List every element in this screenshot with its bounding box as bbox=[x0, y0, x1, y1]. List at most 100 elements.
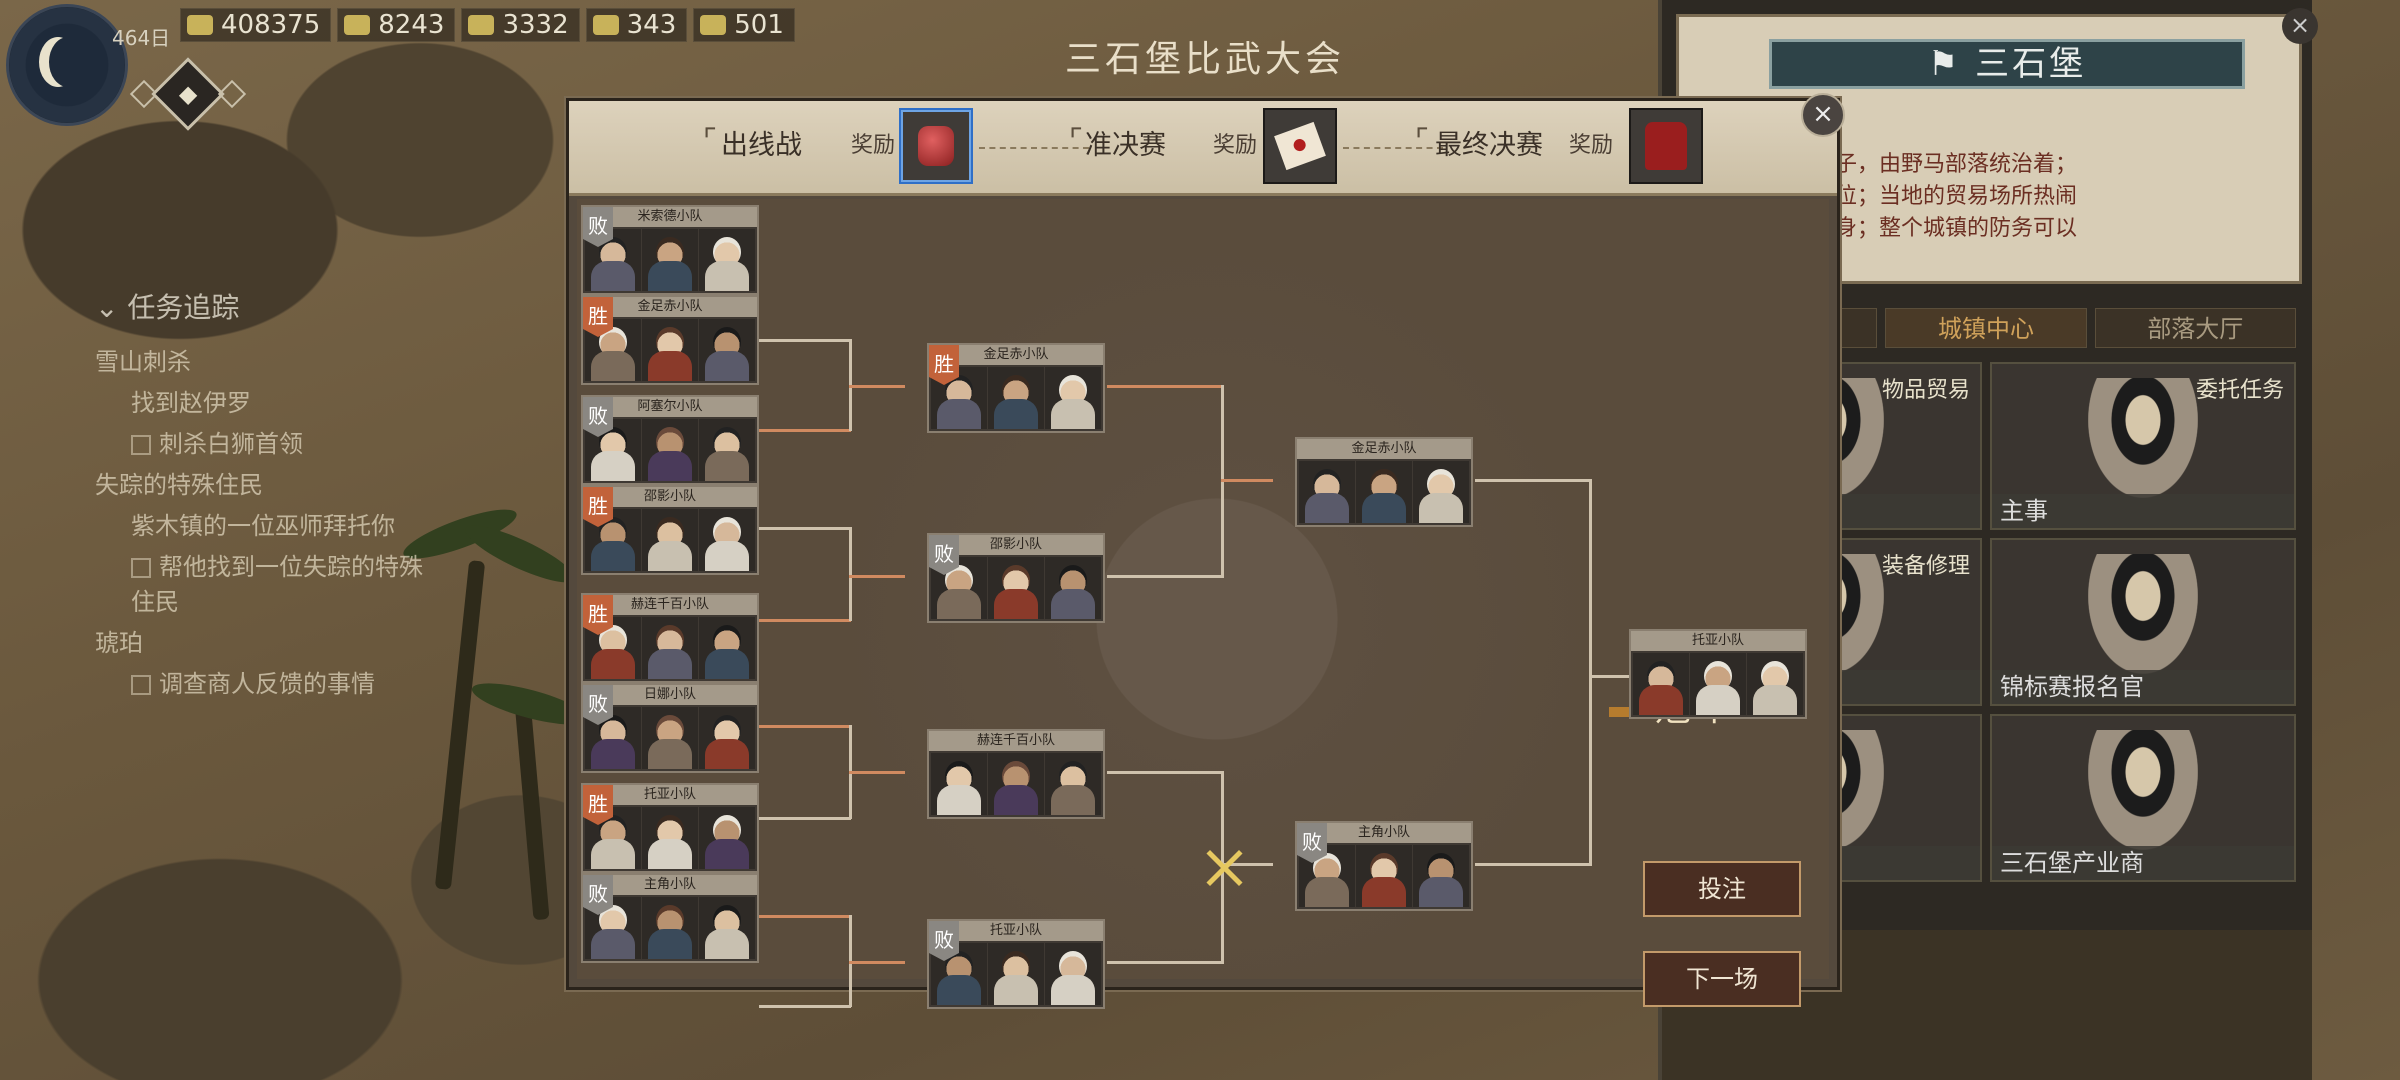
quest-item-label: 找到赵伊罗 bbox=[131, 389, 251, 417]
sealed-letter-icon[interactable] bbox=[1263, 108, 1337, 184]
win-badge: 胜 bbox=[929, 345, 959, 385]
lose-badge: 败 bbox=[583, 397, 613, 437]
town-name-banner: ⚑ 三石堡 bbox=[1769, 39, 2245, 89]
team-card[interactable]: 赫连千百小队胜 bbox=[581, 593, 759, 683]
bracket-line bbox=[849, 961, 905, 964]
grain-resource: 343 bbox=[585, 8, 688, 42]
town-npc-card[interactable]: 三石堡产业商 bbox=[1990, 714, 2296, 882]
team-card[interactable]: 阿塞尔小队败 bbox=[581, 395, 759, 485]
team-card[interactable]: 托亚小队败 bbox=[927, 919, 1105, 1009]
quest-item[interactable]: 紫木镇的一位巫师拜托你 bbox=[95, 506, 425, 541]
team-card[interactable]: 邵影小队败 bbox=[927, 533, 1105, 623]
bracket-line bbox=[1107, 385, 1223, 388]
team-name: 邵影小队 bbox=[929, 535, 1103, 555]
quest-item[interactable]: 失踪的特殊住民 bbox=[95, 465, 425, 500]
quest-item[interactable]: 雪山刺杀 bbox=[95, 342, 425, 377]
tab-town-center[interactable]: 城镇中心 bbox=[1885, 308, 2087, 348]
lose-badge: 败 bbox=[583, 685, 613, 725]
member-portrait bbox=[1356, 845, 1412, 907]
palm-tree bbox=[434, 560, 486, 890]
bracket-line bbox=[1589, 675, 1629, 678]
team-name: 主角小队 bbox=[1297, 823, 1471, 843]
npc-service-label: 装备修理 bbox=[1881, 554, 1970, 579]
team-card[interactable]: 金足赤小队胜 bbox=[581, 295, 759, 385]
bracket-line bbox=[849, 575, 905, 578]
win-badge: 胜 bbox=[583, 297, 613, 337]
lose-badge: 败 bbox=[583, 207, 613, 247]
member-portrait bbox=[699, 419, 755, 481]
shield-icon[interactable]: ◆ bbox=[151, 57, 225, 131]
wood-resource: 8243 bbox=[337, 8, 456, 42]
town-npc-card[interactable]: 委托任务主事 bbox=[1990, 362, 2296, 530]
member-portrait bbox=[699, 807, 755, 869]
quest-item[interactable]: 刺杀白狮首领 bbox=[95, 424, 425, 459]
member-portrait bbox=[699, 509, 755, 571]
view-controls: ◆ bbox=[129, 57, 247, 131]
member-portrait bbox=[642, 897, 698, 959]
iron-icon bbox=[700, 15, 727, 35]
bracket-line bbox=[849, 385, 905, 388]
member-portrait bbox=[1413, 461, 1469, 523]
bracket-line bbox=[759, 429, 851, 432]
champion-team-card[interactable]: 托亚小队 bbox=[1629, 629, 1807, 719]
team-card[interactable]: 托亚小队胜 bbox=[581, 783, 759, 873]
crossed-swords-icon[interactable] bbox=[1201, 845, 1247, 891]
red-gem-icon[interactable] bbox=[899, 108, 973, 184]
member-portrait bbox=[931, 557, 987, 619]
town-close-icon[interactable]: × bbox=[2282, 8, 2318, 44]
team-card[interactable]: 金足赤小队 bbox=[1295, 437, 1473, 527]
next-diamond-icon[interactable] bbox=[217, 79, 247, 109]
stage-label-semifinal: 准决赛 bbox=[1085, 130, 1166, 161]
bracket-line bbox=[1589, 479, 1592, 866]
member-portrait bbox=[988, 943, 1044, 1005]
team-card[interactable]: 赫连千百小队 bbox=[927, 729, 1105, 819]
quest-item[interactable]: 琥珀 bbox=[95, 623, 425, 658]
member-portrait bbox=[931, 753, 987, 815]
quest-item[interactable]: 找到赵伊罗 bbox=[95, 383, 425, 418]
member-portrait bbox=[988, 753, 1044, 815]
team-name: 赫连千百小队 bbox=[583, 595, 757, 615]
close-icon[interactable]: × bbox=[1801, 93, 1845, 137]
quest-item-label: 调查商人反馈的事情 bbox=[159, 670, 375, 698]
town-npc-card[interactable]: 锦标赛报名官 bbox=[1990, 538, 2296, 706]
lose-badge: 败 bbox=[929, 921, 959, 961]
reward-label: 奖励 bbox=[1569, 133, 1614, 158]
team-name: 托亚小队 bbox=[583, 785, 757, 805]
page-title: 三石堡比武大会 bbox=[1065, 39, 1346, 80]
stage-rewards-header: ⌜ 出线战 奖励 ⌜ 准决赛 奖励 ⌜ 最终决赛 奖励 bbox=[569, 101, 1837, 196]
team-card[interactable]: 米索德小队败 bbox=[581, 205, 759, 295]
member-portrait bbox=[699, 229, 755, 291]
member-portrait bbox=[1299, 845, 1355, 907]
reward-label: 奖励 bbox=[1213, 133, 1258, 158]
member-portrait bbox=[1045, 367, 1101, 429]
quest-item-label: 帮他找到一位失踪的特殊住民 bbox=[131, 553, 423, 616]
lose-badge: 败 bbox=[1297, 823, 1327, 863]
bracket-line bbox=[759, 1005, 851, 1008]
member-portrait bbox=[642, 319, 698, 381]
next-match-button[interactable]: 下一场 bbox=[1643, 951, 1801, 1007]
quest-tracker-header[interactable]: ⌄ 任务追踪 bbox=[95, 291, 240, 324]
team-card[interactable]: 金足赤小队胜 bbox=[927, 343, 1105, 433]
npc-name-label: 主事 bbox=[1992, 494, 2294, 528]
member-portrait bbox=[1690, 653, 1746, 715]
npc-portrait bbox=[2088, 730, 2198, 850]
red-armor-icon[interactable] bbox=[1629, 108, 1703, 184]
member-portrait bbox=[1356, 461, 1412, 523]
bracket-line bbox=[759, 339, 851, 342]
team-name: 主角小队 bbox=[583, 875, 757, 895]
team-card[interactable]: 主角小队败 bbox=[1295, 821, 1473, 911]
lose-badge: 败 bbox=[929, 535, 959, 575]
tab-tribe-hall[interactable]: 部落大厅 bbox=[2094, 308, 2296, 348]
bracket-line bbox=[759, 725, 851, 728]
quest-item[interactable]: 调查商人反馈的事情 bbox=[95, 664, 425, 699]
day-night-moon-icon[interactable] bbox=[6, 4, 128, 126]
quest-item[interactable]: 帮他找到一位失踪的特殊住民 bbox=[95, 547, 425, 617]
team-card[interactable]: 日娜小队败 bbox=[581, 683, 759, 773]
member-portrait bbox=[1045, 753, 1101, 815]
team-card[interactable]: 邵影小队胜 bbox=[581, 485, 759, 575]
team-card[interactable]: 主角小队败 bbox=[581, 873, 759, 963]
bet-button[interactable]: 投注 bbox=[1643, 861, 1801, 917]
palm-tree bbox=[514, 699, 550, 921]
quest-checkbox bbox=[131, 675, 151, 695]
tournament-bracket-dialog: ⌜ 出线战 奖励 ⌜ 准决赛 奖励 ⌜ 最终决赛 奖励 × bbox=[566, 93, 1845, 1009]
